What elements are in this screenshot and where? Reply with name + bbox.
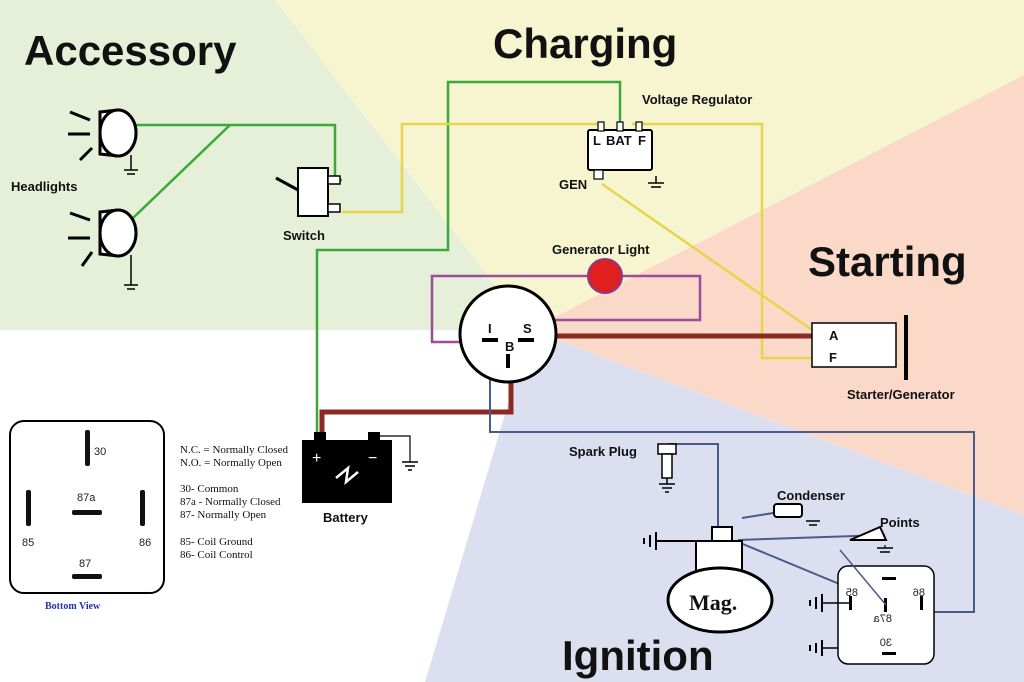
points-label: Points: [880, 515, 920, 530]
headlight-bottom: [68, 208, 138, 290]
condenser-symbol: [773, 503, 820, 526]
regulator-f-label: F: [638, 133, 646, 148]
battery-label: Battery: [323, 510, 369, 525]
ignition-relay-symbol: [809, 549, 935, 665]
small-relay-pin-87a: 87a: [873, 613, 892, 625]
regulator-gen-label: GEN: [559, 177, 587, 192]
battery-symbol: [302, 432, 418, 503]
starter-f-label: F: [829, 350, 837, 365]
headlight-top: [68, 108, 138, 175]
section-ignition: Ignition: [562, 632, 714, 679]
relay-pin-87a: 87a: [77, 492, 96, 504]
small-relay-pin-85: 85: [846, 587, 858, 599]
small-relay-pin-86: 86: [913, 587, 925, 599]
condenser-label: Condenser: [777, 488, 845, 503]
switch-b-label: B: [505, 339, 514, 354]
battery-plus-label: +: [312, 450, 321, 467]
legend-87: 87- Normally Open: [180, 509, 267, 521]
mag-label: Mag.: [689, 590, 737, 615]
voltage-regulator-symbol: [587, 121, 664, 188]
legend-no: N.O. = Normally Open: [180, 457, 282, 469]
generator-light-lamp: [587, 258, 623, 294]
switch-symbol: [275, 167, 341, 217]
regulator-bat-label: BAT: [606, 133, 632, 148]
section-accessory: Accessory: [24, 27, 237, 74]
starter-generator-symbol: [811, 315, 908, 380]
headlights-label: Headlights: [11, 179, 77, 194]
relay-pin-87: 87: [79, 558, 91, 570]
small-relay-pin-30: 30: [880, 637, 892, 649]
relay-caption: Bottom View: [45, 601, 101, 612]
legend-86: 86- Coil Control: [180, 549, 253, 561]
battery-minus-label: −: [368, 450, 377, 467]
points-symbol: [849, 525, 893, 553]
magneto-symbol: [643, 526, 774, 634]
voltage-regulator-label: Voltage Regulator: [642, 92, 752, 107]
ignition-switch-symbol: [458, 284, 558, 384]
legend-87a: 87a - Normally Closed: [180, 496, 281, 508]
starter-a-label: A: [829, 328, 839, 343]
section-starting: Starting: [808, 238, 967, 285]
switch-i-label: I: [488, 321, 492, 336]
legend-85: 85- Coil Ground: [180, 536, 253, 548]
switch-s-label: S: [523, 321, 532, 336]
spark-plug-symbol: [657, 443, 677, 493]
relay-pin-30: 30: [94, 446, 106, 458]
section-charging: Charging: [493, 20, 677, 67]
starter-generator-label: Starter/Generator: [847, 387, 955, 402]
yellow-wires: [342, 122, 819, 360]
generator-light-label: Generator Light: [552, 242, 650, 257]
relay-bottom-view: [9, 420, 165, 594]
relay-pin-85: 85: [22, 537, 34, 549]
legend-30: 30- Common: [180, 483, 239, 495]
relay-pin-86: 86: [139, 537, 151, 549]
red-wires: [319, 333, 826, 440]
switch-label: Switch: [283, 228, 325, 243]
regulator-l-label: L: [593, 133, 601, 148]
legend-nc: N.C. = Normally Closed: [180, 444, 288, 456]
spark-plug-label: Spark Plug: [569, 444, 637, 459]
starting-zone: [530, 75, 1024, 515]
